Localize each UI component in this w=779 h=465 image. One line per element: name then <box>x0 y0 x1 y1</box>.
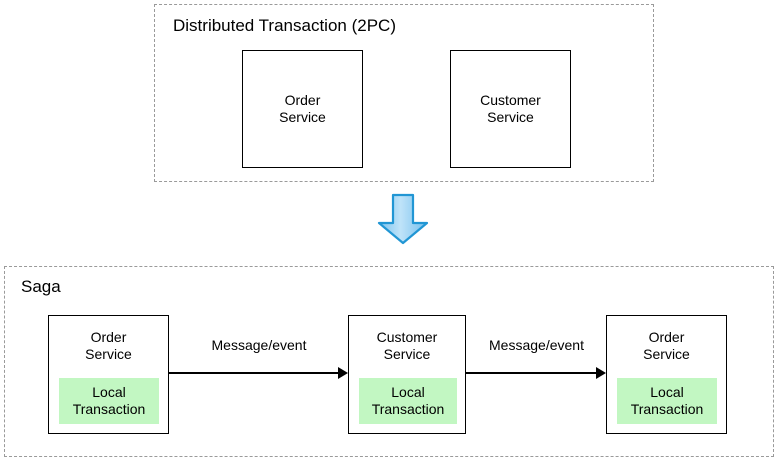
connector-arrow-2 <box>466 367 607 379</box>
connector-arrow-head <box>596 367 606 379</box>
local-transaction-label: Local Transaction <box>72 384 146 417</box>
service-box-label: Customer Service <box>480 92 541 125</box>
group-distributed-transaction-title: Distributed Transaction (2PC) <box>173 16 396 35</box>
connector-label-message-event-2: Message/event <box>489 337 584 353</box>
service-box-order-service-saga-1[interactable]: Order Service Local Transaction <box>48 315 169 434</box>
service-box-customer-service-saga[interactable]: Customer Service Local Transaction <box>348 315 466 434</box>
group-saga-title: Saga <box>21 277 61 296</box>
local-transaction-chip[interactable]: Local Transaction <box>59 378 159 424</box>
connector-arrow-1 <box>169 367 349 379</box>
connector-arrow-shaft <box>466 372 597 374</box>
service-box-order-service-2pc[interactable]: Order Service <box>242 50 363 168</box>
down-arrow-icon <box>377 193 429 245</box>
service-box-label: Order Service <box>85 329 132 362</box>
local-transaction-chip[interactable]: Local Transaction <box>617 378 717 424</box>
service-box-label: Order Service <box>279 92 326 125</box>
service-box-customer-service-2pc[interactable]: Customer Service <box>450 50 571 168</box>
group-distributed-transaction <box>154 4 654 182</box>
connector-arrow-head <box>338 367 348 379</box>
local-transaction-chip[interactable]: Local Transaction <box>359 378 457 424</box>
connector-label-message-event-1: Message/event <box>211 337 307 353</box>
service-box-order-service-saga-2[interactable]: Order Service Local Transaction <box>606 315 727 434</box>
service-box-label: Customer Service <box>376 329 438 362</box>
connector-arrow-shaft <box>169 372 339 374</box>
group-saga <box>4 266 774 457</box>
service-box-label: Order Service <box>643 329 690 362</box>
local-transaction-label: Local Transaction <box>371 384 445 417</box>
local-transaction-label: Local Transaction <box>630 384 704 417</box>
